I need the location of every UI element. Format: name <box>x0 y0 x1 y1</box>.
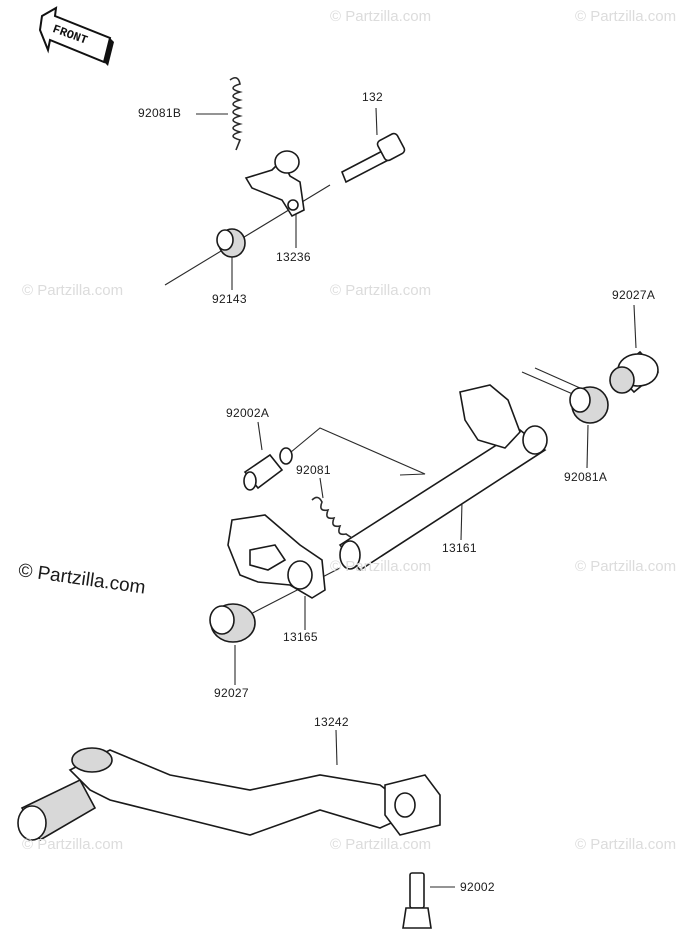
watermark: © Partzilla.com <box>330 558 432 575</box>
shaft-13161 <box>338 384 548 572</box>
collar-92143 <box>216 228 246 258</box>
collar-92027a <box>609 350 660 394</box>
bolt-92002 <box>402 872 432 929</box>
spring-92081 <box>311 496 353 539</box>
watermark: © Partzilla.com <box>575 558 677 575</box>
label-92027a[interactable]: 92027A <box>612 288 656 302</box>
label-13242[interactable]: 13242 <box>314 715 349 729</box>
collar-92027 <box>209 603 256 643</box>
label-92081a[interactable]: 92081A <box>564 470 608 484</box>
watermark: © Partzilla.com <box>330 8 432 25</box>
pin-92002a <box>243 447 293 491</box>
label-132[interactable]: 132 <box>362 90 383 104</box>
label-13236[interactable]: 13236 <box>276 250 311 264</box>
front-arrow-icon <box>38 6 114 66</box>
label-13165[interactable]: 13165 <box>283 630 318 644</box>
plate-13165 <box>227 514 326 599</box>
label-92002[interactable]: 92002 <box>460 880 495 894</box>
spring-92081a <box>521 367 609 424</box>
label-92081b[interactable]: 92081B <box>138 106 182 120</box>
label-13161[interactable]: 13161 <box>442 541 477 555</box>
watermark: © Partzilla.com <box>22 282 124 299</box>
pedal-13242 <box>17 747 441 842</box>
watermark: © Partzilla.com <box>330 282 432 299</box>
leader-lines <box>164 107 637 888</box>
label-92081[interactable]: 92081 <box>296 463 331 477</box>
watermark: © Partzilla.com <box>330 836 432 853</box>
spring-92081b <box>229 76 243 151</box>
label-92002a[interactable]: 92002A <box>226 406 270 420</box>
watermark: © Partzilla.com <box>575 836 677 853</box>
label-92027[interactable]: 92027 <box>214 686 249 700</box>
watermark: © Partzilla.com <box>22 836 124 853</box>
label-92143[interactable]: 92143 <box>212 292 247 306</box>
arm-13236 <box>244 150 305 218</box>
watermark: © Partzilla.com <box>575 8 677 25</box>
bolt-132 <box>340 132 406 184</box>
